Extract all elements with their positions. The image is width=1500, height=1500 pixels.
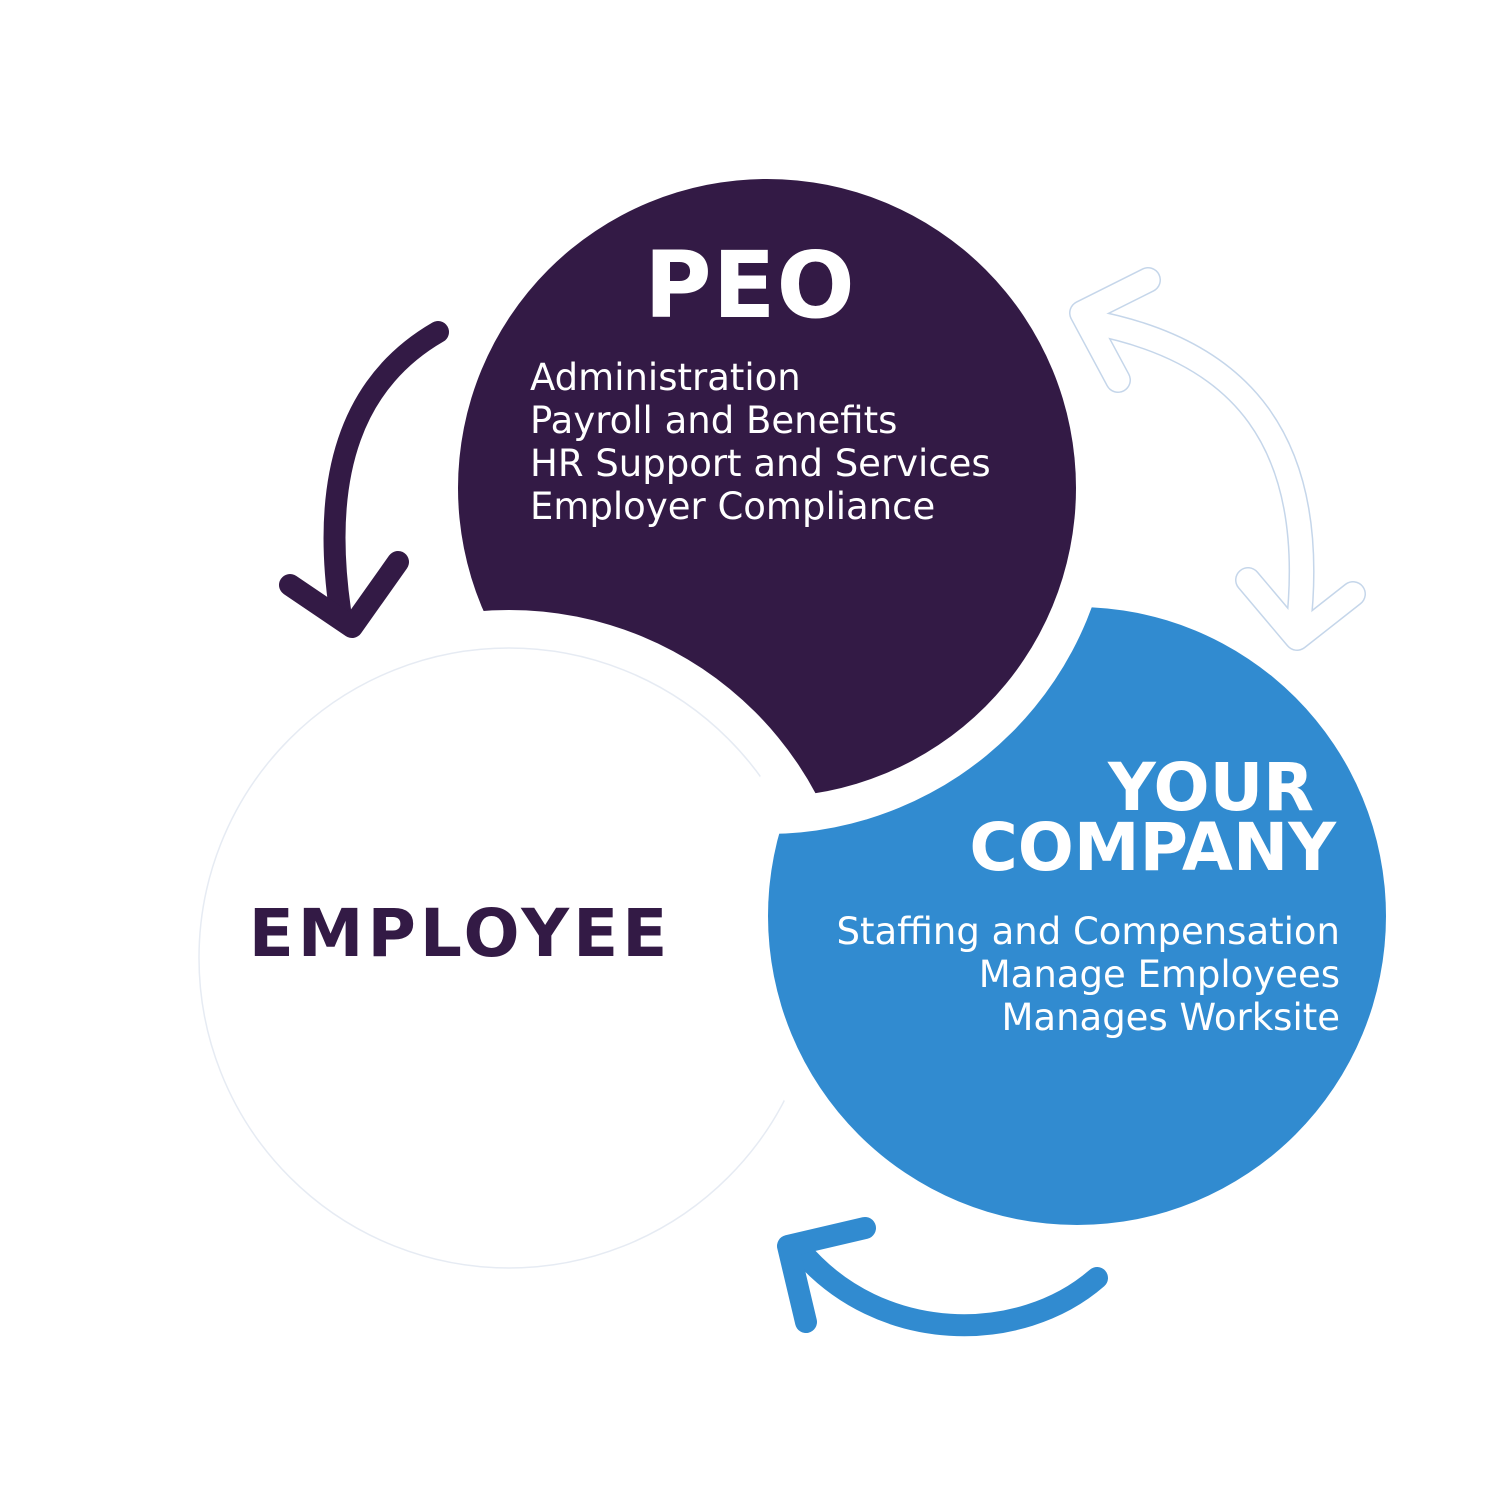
- company-to-employee-arrow-icon: [777, 1217, 1108, 1337]
- company-title-line: COMPANY: [969, 809, 1336, 886]
- company-item: Manages Worksite: [1001, 996, 1340, 1039]
- peo-item: HR Support and Services: [530, 442, 991, 485]
- peo-item: Payroll and Benefits: [530, 399, 898, 442]
- company-title-line: YOUR: [1108, 749, 1314, 826]
- peo-circle: [458, 179, 1076, 797]
- employee-circle: [198, 647, 820, 1269]
- company-responsibility-list: Staffing and Compensation Manage Employe…: [836, 910, 1340, 1039]
- peo-company-double-arrow-icon: [1069, 267, 1366, 651]
- company-item: Manage Employees: [978, 953, 1340, 996]
- peo-item: Employer Compliance: [530, 485, 936, 528]
- peo-to-employee-arrow-icon: [279, 321, 449, 638]
- company-item: Staffing and Compensation: [836, 910, 1340, 953]
- company-title: YOUR COMPANY: [969, 749, 1336, 886]
- peo-title: PEO: [644, 232, 856, 339]
- peo-service-list: Administration Payroll and Benefits HR S…: [530, 356, 991, 528]
- peo-item: Administration: [530, 356, 801, 399]
- employee-title: EMPLOYEE: [248, 895, 672, 972]
